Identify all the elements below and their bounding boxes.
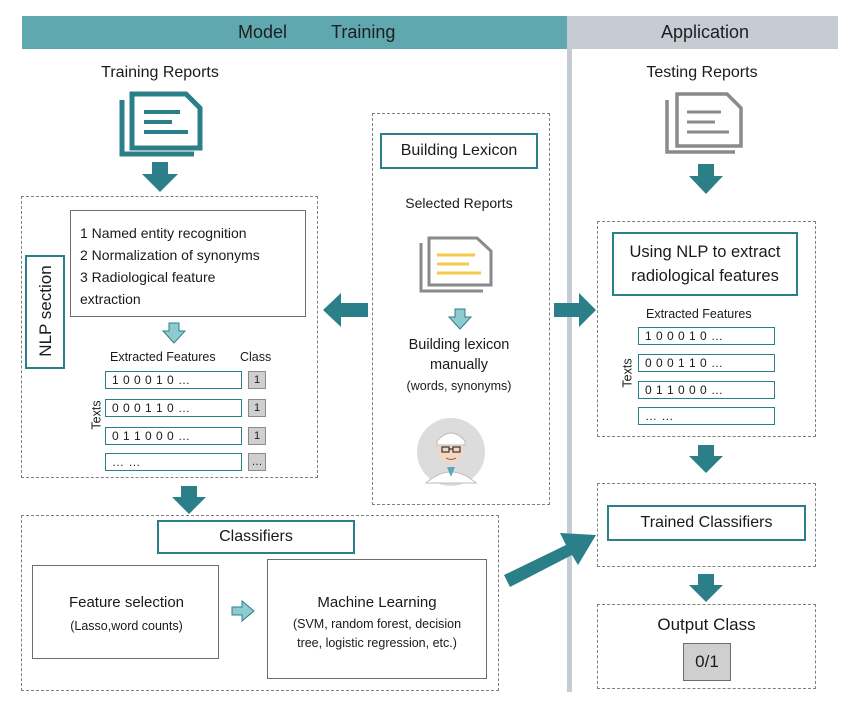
app-feature-row: … … bbox=[638, 407, 775, 425]
machine-learning-line1: (SVM, random forest, decision bbox=[292, 617, 462, 631]
nlp-step-2: 2 Normalization of synonyms bbox=[80, 247, 260, 263]
output-class-label: Output Class bbox=[657, 615, 756, 634]
class-cell: 1 bbox=[248, 371, 266, 389]
down-arrow-icon bbox=[142, 162, 178, 192]
machine-learning-title: Machine Learning bbox=[317, 594, 437, 611]
app-extracted-features-label: Extracted Features bbox=[646, 307, 752, 321]
nlp-step-3: 3 Radiological feature bbox=[80, 269, 216, 285]
section-divider bbox=[567, 16, 572, 692]
down-arrow-icon bbox=[689, 445, 723, 473]
class-cell: … bbox=[248, 453, 266, 471]
app-texts-label: Texts bbox=[620, 358, 635, 388]
document-stack-icon bbox=[119, 91, 203, 157]
app-feature-row: 0 0 0 1 1 0 … bbox=[638, 354, 775, 372]
header-training-label: Training bbox=[331, 22, 396, 42]
testing-report-document-icon bbox=[665, 92, 743, 154]
left-arrow-icon bbox=[323, 293, 368, 327]
building-lexicon-manually-line2: manually bbox=[429, 357, 489, 373]
doctor-avatar-icon bbox=[417, 418, 485, 486]
feature-row: 1 0 0 0 1 0 … bbox=[105, 371, 242, 389]
feature-row: … … bbox=[105, 453, 242, 471]
nlp-section-label: NLP section bbox=[36, 265, 55, 357]
nlp-section-label-box: NLP section bbox=[25, 255, 65, 369]
app-nlp-section-box bbox=[597, 221, 816, 437]
nlp-steps-box: 1 Named entity recognition 2 Normalizati… bbox=[70, 210, 306, 317]
down-arrow-icon bbox=[689, 164, 723, 194]
feature-row: 0 0 0 1 1 0 … bbox=[105, 399, 242, 417]
nlp-section-box bbox=[21, 196, 318, 478]
right-arrow-small-icon bbox=[231, 599, 255, 623]
trained-classifiers-section-box bbox=[597, 483, 816, 567]
texts-label: Texts bbox=[89, 400, 104, 430]
down-arrow-icon bbox=[172, 486, 206, 514]
nlp-extract-box: Using NLP to extract radiological featur… bbox=[612, 232, 798, 296]
building-lexicon-title: Building Lexicon bbox=[380, 133, 538, 169]
down-arrow-icon bbox=[689, 574, 723, 602]
output-class-value: 0/1 bbox=[683, 643, 731, 681]
classifiers-title: Classifiers bbox=[157, 520, 355, 554]
selected-reports-label: Selected Reports bbox=[405, 195, 513, 211]
lexicon-section-box bbox=[372, 113, 550, 505]
classifiers-section-box bbox=[21, 515, 499, 691]
diagonal-arrow-icon bbox=[504, 533, 596, 587]
nlp-step-3-cont: extraction bbox=[80, 291, 141, 307]
nlp-extract-line1: Using NLP to extract bbox=[629, 243, 781, 261]
selected-report-document-icon bbox=[419, 236, 493, 293]
down-arrow-small-icon bbox=[447, 308, 473, 330]
training-reports-label: Training Reports bbox=[101, 64, 219, 81]
building-lexicon-manually-line1: Building lexicon bbox=[408, 337, 510, 353]
class-cell: 1 bbox=[248, 427, 266, 445]
output-class-section-box bbox=[597, 604, 816, 689]
feature-selection-sub: (Lasso,word counts) bbox=[70, 619, 183, 633]
app-feature-row: 0 1 1 0 0 0 … bbox=[638, 381, 775, 399]
building-lexicon-manually-line3: (words, synonyms) bbox=[406, 379, 512, 393]
feature-selection-label: Feature selection bbox=[68, 594, 185, 611]
feature-row: 0 1 1 0 0 0 … bbox=[105, 427, 242, 445]
nlp-extract-line2: radiological features bbox=[631, 267, 779, 285]
feature-selection-box: Feature selection (Lasso,word counts) bbox=[32, 565, 219, 659]
header-model-label: Model bbox=[238, 22, 288, 42]
machine-learning-line2: tree, logistic regression, etc.) bbox=[297, 636, 457, 650]
app-feature-row: 1 0 0 0 1 0 … bbox=[638, 327, 775, 345]
model-training-header: Model Training bbox=[22, 16, 567, 49]
machine-learning-box: Machine Learning (SVM, random forest, de… bbox=[267, 559, 487, 679]
application-header: Application bbox=[572, 16, 838, 49]
right-arrow-icon bbox=[554, 293, 596, 327]
class-cell: 1 bbox=[248, 399, 266, 417]
class-label: Class bbox=[240, 350, 272, 364]
nlp-step-1: 1 Named entity recognition bbox=[80, 225, 247, 241]
down-arrow-small-icon bbox=[161, 322, 187, 344]
testing-reports-label: Testing Reports bbox=[646, 64, 758, 81]
extracted-features-label: Extracted Features bbox=[110, 350, 216, 364]
trained-classifiers-box: Trained Classifiers bbox=[607, 505, 806, 541]
